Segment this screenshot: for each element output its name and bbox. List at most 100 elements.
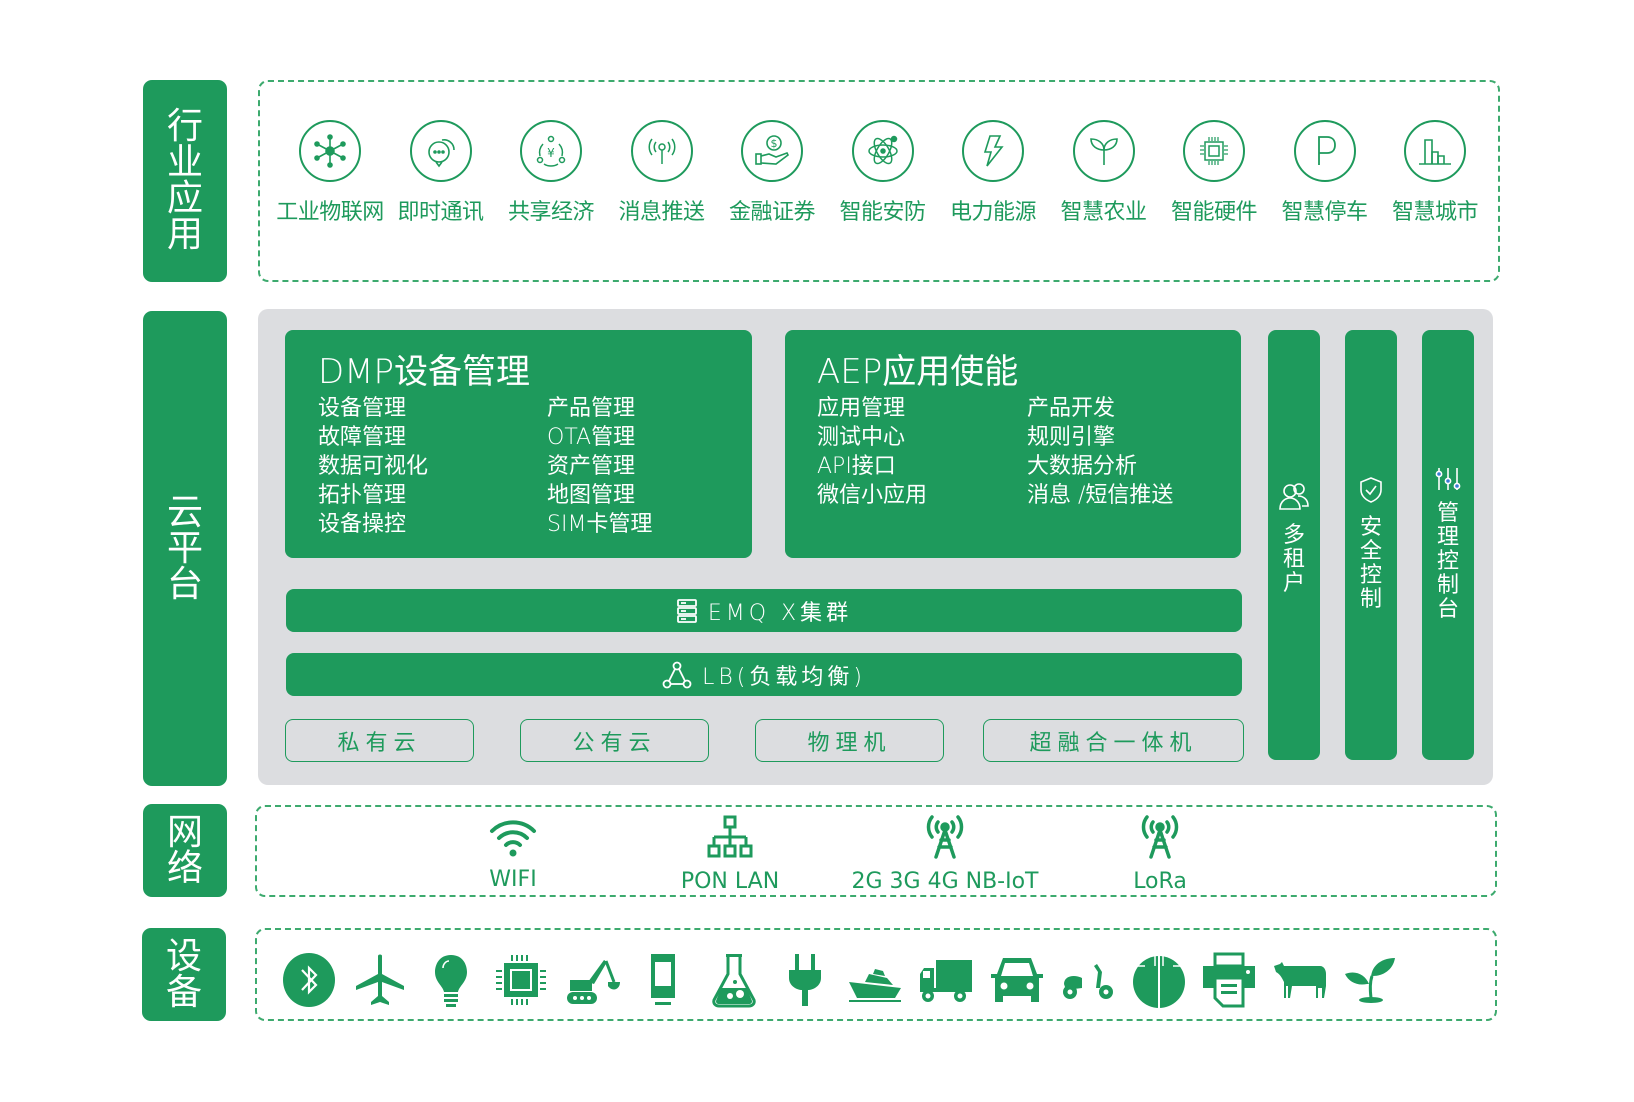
- industry-item: $ 金融证券: [717, 120, 827, 226]
- chat-bubble-icon: [409, 120, 472, 182]
- aep-title: AEP应用使能: [817, 352, 1019, 392]
- layer-label-cloud: 云平台: [143, 311, 227, 786]
- dmp-feature: 产品管理: [547, 396, 636, 421]
- industry-item: 工业物联网: [275, 120, 385, 226]
- plug-icon: [777, 952, 833, 1008]
- side-column-label: 多租户: [1282, 523, 1305, 596]
- network-label: LoRa: [1133, 869, 1187, 894]
- network-item-lora: LoRa: [1060, 813, 1260, 894]
- industry-label: 智能硬件: [1170, 200, 1258, 225]
- car-icon: [989, 952, 1045, 1008]
- dmp-title: DMP设备管理: [318, 352, 531, 392]
- industry-label: 金融证券: [728, 200, 816, 225]
- deploy-label: 公有云: [572, 730, 657, 756]
- industry-item: ¥ 共享经济: [496, 120, 606, 226]
- network-item-wifi: WIFI: [413, 815, 613, 892]
- road-icon: [1130, 952, 1187, 1008]
- industry-item: 智能硬件: [1159, 120, 1269, 226]
- side-column-security: 安全控制: [1345, 330, 1397, 760]
- dmp-feature: 地图管理: [547, 483, 636, 508]
- cow-icon: [1272, 952, 1328, 1008]
- printer-icon: [1201, 952, 1257, 1008]
- dmp-feature: 设备操控: [318, 512, 407, 537]
- deploy-physical-machine: 物理机: [755, 719, 944, 762]
- svg-text:$: $: [771, 137, 778, 150]
- lightning-icon: [962, 120, 1024, 182]
- load-balancer-bar: LB(负载均衡): [286, 653, 1242, 696]
- phone-device-icon: [635, 952, 691, 1008]
- dmp-feature: 拓扑管理: [318, 483, 407, 508]
- dmp-card: DMP设备管理 设备管理 故障管理 数据可视化 拓扑管理 设备操控 产品管理 O…: [285, 330, 752, 558]
- industry-label: 智慧农业: [1060, 200, 1147, 225]
- industry-label: 智能安防: [839, 200, 926, 225]
- layer-label-text: 行业应用: [166, 106, 203, 255]
- industry-label: 智慧停车: [1281, 200, 1368, 225]
- layer-label-text: 云平台: [166, 491, 203, 605]
- aep-card: AEP应用使能 应用管理 测试中心 API接口 微信小应用 产品开发 规则引擎 …: [785, 330, 1241, 558]
- server-icon: [676, 598, 697, 623]
- broadcast-icon: [630, 120, 693, 182]
- industry-item: 电力能源: [938, 120, 1048, 226]
- dmp-feature: OTA管理: [547, 425, 636, 450]
- industry-item: 智慧农业: [1049, 120, 1159, 226]
- excavator-icon: [564, 952, 621, 1008]
- network-item-cellular: 2G 3G 4G NB-IoT: [845, 813, 1045, 894]
- shield-check-icon: [1360, 477, 1382, 503]
- network-hub-icon: [299, 120, 361, 182]
- aep-feature: 产品开发: [1027, 396, 1116, 421]
- lan-topology-icon: [707, 815, 753, 858]
- dmp-list-left: 设备管理 故障管理 数据可视化 拓扑管理 设备操控: [318, 394, 428, 539]
- aep-feature: 测试中心: [817, 425, 906, 450]
- layer-label-devices: 设备: [142, 928, 226, 1021]
- deploy-label: 物理机: [807, 730, 892, 756]
- network-label: WIFI: [489, 867, 537, 892]
- industry-label: 共享经济: [507, 200, 595, 225]
- industry-label: 电力能源: [949, 200, 1037, 225]
- scooter-icon: [1060, 952, 1116, 1008]
- aep-feature: 应用管理: [817, 396, 906, 421]
- sprout-icon: [1072, 120, 1135, 182]
- aep-feature: 大数据分析: [1027, 454, 1138, 479]
- side-column-label: 管理控制台: [1436, 501, 1459, 622]
- wifi-icon: [490, 820, 536, 857]
- network-label: 2G 3G 4G NB-IoT: [851, 869, 1039, 894]
- deploy-private-cloud: 私有云: [285, 719, 474, 762]
- bluetooth-icon: [281, 952, 337, 1008]
- sliders-icon: [1435, 468, 1461, 490]
- money-hand-icon: $: [741, 120, 803, 182]
- side-column-multi-tenant: 多租户: [1268, 330, 1320, 760]
- cell-tower-icon: [1141, 815, 1179, 859]
- industry-container: [258, 80, 1500, 282]
- atom-icon: [851, 120, 914, 182]
- aep-feature: API接口: [817, 454, 896, 479]
- load-balance-icon: [662, 661, 692, 688]
- industry-item: 智慧停车: [1270, 120, 1380, 226]
- dmp-list-right: 产品管理 OTA管理 资产管理 地图管理 SIM卡管理: [547, 394, 652, 539]
- network-item-pon-lan: PON LAN: [630, 815, 830, 894]
- emq-cluster-bar: EMQ X集群: [286, 589, 1242, 632]
- layer-label-network: 网络: [143, 804, 227, 897]
- industry-item: 消息推送: [607, 120, 717, 226]
- city-buildings-icon: [1404, 120, 1466, 182]
- industry-label: 即时通讯: [397, 200, 484, 225]
- yuan-share-icon: ¥: [520, 120, 582, 182]
- aep-list-left: 应用管理 测试中心 API接口 微信小应用: [817, 394, 927, 510]
- aep-feature: 消息 /短信推送: [1027, 483, 1174, 508]
- lightbulb-icon: [423, 952, 479, 1008]
- dmp-feature: 故障管理: [318, 425, 407, 450]
- dmp-feature: 数据可视化: [318, 454, 429, 479]
- cell-tower-icon: [926, 815, 964, 859]
- industry-item: 智慧城市: [1380, 120, 1490, 226]
- side-column-label: 安全控制: [1359, 515, 1382, 612]
- deploy-public-cloud: 公有云: [520, 719, 709, 762]
- dmp-feature: 资产管理: [547, 454, 636, 479]
- layer-label-text: 网络: [166, 811, 203, 889]
- aep-feature: 微信小应用: [817, 483, 928, 508]
- network-container: [255, 805, 1497, 897]
- aep-feature: 规则引擎: [1027, 425, 1116, 450]
- devices-container: [255, 928, 1497, 1021]
- deploy-hyperconverged: 超融合一体机: [983, 719, 1244, 762]
- chip-icon: [493, 952, 549, 1008]
- users-icon: [1279, 483, 1309, 510]
- dmp-feature: SIM卡管理: [547, 512, 653, 537]
